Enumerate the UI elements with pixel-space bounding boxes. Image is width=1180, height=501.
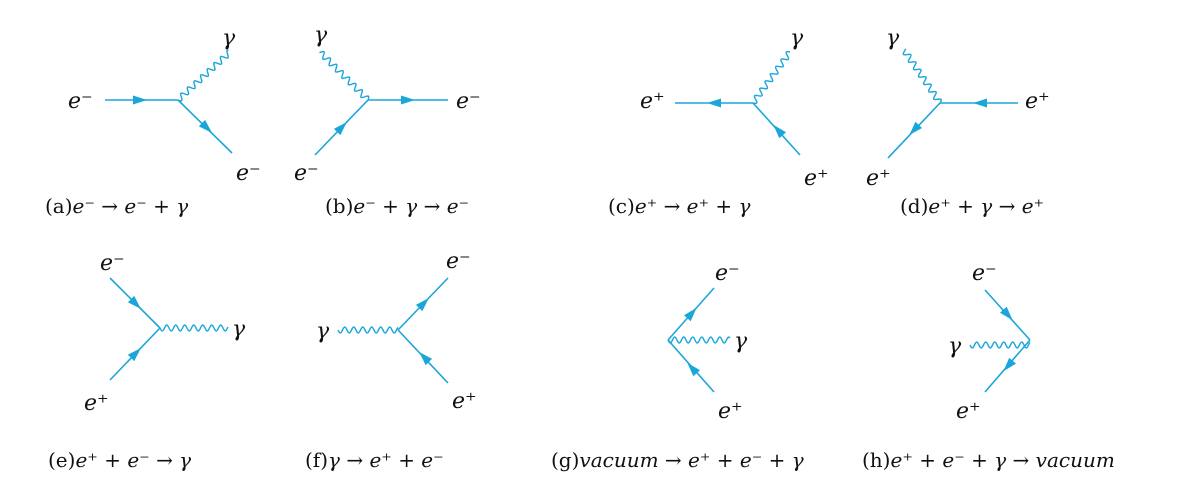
photon-wave (752, 51, 791, 104)
caption-g: (g)vacuum → e⁺ + e⁻ + γ (551, 448, 804, 472)
label-positron-bottom: e⁺ (804, 166, 829, 191)
diagram-h: e⁻ γ e⁺ (h)e⁺ + e⁻ + γ → vacuum (862, 261, 1115, 472)
label-electron-top: e⁻ (972, 261, 997, 286)
label-photon: γ (790, 26, 804, 51)
label-positron-bottom: e⁺ (84, 391, 109, 416)
photon-wave (159, 324, 229, 332)
arrow-marker (401, 95, 415, 105)
diagram-e: e⁻ γ e⁺ (e)e⁺ + e⁻ → γ (48, 251, 246, 472)
label-photon: γ (316, 319, 330, 344)
caption-c: (c)e⁺ → e⁺ + γ (608, 194, 751, 218)
photon-wave (902, 48, 943, 104)
label-electron-out: e⁻ (456, 89, 481, 114)
diagram-c: e⁺ γ e⁺ (c)e⁺ → e⁺ + γ (608, 26, 829, 218)
arrow-marker (133, 95, 147, 105)
label-positron-right: e⁺ (1025, 89, 1050, 114)
diagram-b: γ e⁻ e⁻ (b)e⁻ + γ → e⁻ (294, 23, 481, 218)
diagram-g: e⁻ γ e⁺ (g)vacuum → e⁺ + e⁻ + γ (551, 261, 804, 472)
label-positron-bottom: e⁺ (956, 399, 981, 424)
caption-e: (e)e⁺ + e⁻ → γ (48, 448, 191, 472)
photon-wave (969, 341, 1031, 349)
arrow-marker (707, 98, 721, 108)
photon-wave (319, 50, 370, 101)
label-photon: γ (314, 23, 328, 48)
label-positron-bottom: e⁺ (866, 166, 891, 191)
label-electron-in: e⁻ (294, 161, 319, 186)
label-electron-in: e⁻ (68, 89, 93, 114)
label-photon: γ (948, 334, 962, 359)
photon-wave (177, 49, 229, 102)
label-positron-left: e⁺ (640, 89, 665, 114)
label-positron-bottom: e⁺ (718, 399, 743, 424)
label-electron-out: e⁻ (236, 161, 261, 186)
label-photon: γ (232, 317, 246, 342)
diagram-d: γ e⁺ e⁺ (d)e⁺ + γ → e⁺ (866, 26, 1050, 218)
label-photon: γ (886, 26, 900, 51)
label-positron-bottom: e⁺ (452, 389, 477, 414)
label-electron-top: e⁻ (446, 249, 471, 274)
diagram-f: γ e⁻ e⁺ (f)γ → e⁺ + e⁻ (305, 249, 477, 472)
diagram-a: e⁻ γ e⁻ (a)e⁻ → e⁻ + γ (45, 26, 261, 218)
caption-a: (a)e⁻ → e⁻ + γ (45, 194, 188, 218)
caption-d: (d)e⁺ + γ → e⁺ (900, 194, 1044, 218)
label-photon: γ (734, 329, 748, 354)
label-photon: γ (222, 26, 236, 51)
label-electron-top: e⁻ (715, 261, 740, 286)
caption-f: (f)γ → e⁺ + e⁻ (305, 448, 444, 472)
arrow-marker (973, 98, 987, 108)
photon-wave (337, 326, 399, 334)
label-electron-top: e⁻ (100, 251, 125, 276)
caption-b: (b)e⁻ + γ → e⁻ (325, 194, 469, 218)
photon-wave (667, 336, 731, 344)
caption-h: (h)e⁺ + e⁻ + γ → vacuum (862, 448, 1115, 472)
